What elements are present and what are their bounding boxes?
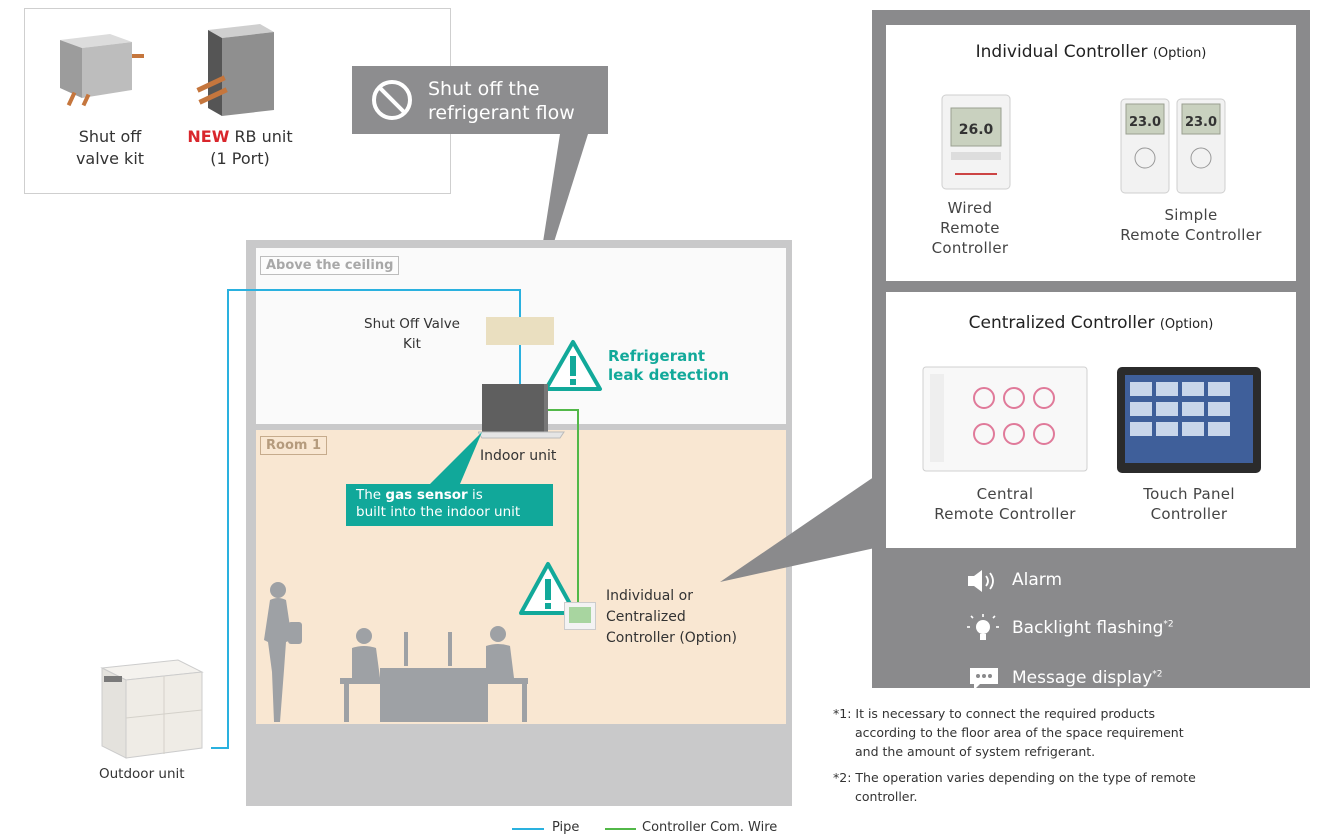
leak-detection-label: Refrigerant leak detection [608,347,729,385]
controller-device [564,602,596,630]
centralized-controller-title: Centralized Controller (Option) [886,313,1296,333]
shut-off-valve-kit-box [486,317,554,345]
wired-display-text: 26.0 [959,122,994,138]
feature-alarm: Alarm [1012,570,1063,590]
controller-line-3: Controller (Option) [606,630,737,646]
controller-line-1: Individual or [606,588,693,604]
speaker-icon [968,570,994,592]
individual-option-text: (Option) [1152,46,1207,61]
simple-display-right: 23.0 [1185,115,1217,130]
feature-backlight-text: Backlight flashing [1012,618,1164,638]
controller-label: Individual or Centralized Controller (Op… [606,586,737,649]
controller-line-2: Centralized [606,609,686,625]
valve-label-line-1: Shut Off Valve [364,316,460,332]
room-tag: Room 1 [260,436,327,455]
wired-line-1: Wired [947,199,993,217]
footnote-1-line-3: and the amount of system refrigerant. [855,744,1096,759]
rb-unit-name: RB unit [234,127,293,146]
leak-line-2: leak detection [608,366,730,384]
footnote-2-line-2: controller. [855,789,918,804]
gas-sensor-box: The gas sensor is built into the indoor … [346,484,553,526]
wired-remote-image: 26.0 [941,94,1011,190]
callout-line-2: refrigerant flow [428,102,575,124]
indoor-unit-image [478,384,565,439]
panel-pointer [720,470,884,582]
shut-off-valve-kit-label: Shut off valve kit [75,127,145,168]
pipe-line [211,289,521,749]
footnote-2: *2: The operation varies depending on th… [833,768,1313,806]
legend-wire-label: Controller Com. Wire [642,820,778,835]
callout-line-1: Shut off the [428,78,540,100]
simple-remote-label: Simple Remote Controller [1105,205,1277,245]
central-remote-label: Central Remote Controller [922,484,1088,524]
central-remote-image [922,366,1088,472]
touch-panel-image [1117,367,1261,473]
valve-label-line-2: Kit [403,336,421,352]
rb-unit-port: (1 Port) [210,149,270,168]
indoor-unit-label: Indoor unit [480,448,557,464]
sensor-line-2: built into the indoor unit [356,504,521,520]
footnote-2-line-1: *2: The operation varies depending on th… [833,770,1196,785]
sensor-line-1: The gas sensor is [356,487,543,504]
feature-message: Message display*2 [1012,668,1163,688]
individual-controller-title: Individual Controller (Option) [886,42,1296,62]
outdoor-unit-label: Outdoor unit [99,766,185,782]
rb-unit-label: NEW RB unit (1 Port) [175,126,305,170]
sensor-bold: gas sensor [385,487,468,503]
warning-icon-leak [544,340,602,391]
feature-message-text: Message display [1012,668,1153,688]
shut-off-valve-kit-diagram-label: Shut Off Valve Kit [352,314,472,354]
shut-off-valve-kit-image [60,34,144,107]
message-icon [970,668,998,690]
legend-pipe-label: Pipe [552,820,580,835]
rb-unit-image [196,24,274,116]
simple-line-2: Remote Controller [1120,226,1262,244]
touch-line-2: Controller [1150,505,1228,523]
sensor-pre: The [356,487,386,503]
new-badge: NEW [187,127,230,146]
wired-remote-label: Wired Remote Controller [900,198,1040,258]
room-zone [256,430,786,724]
sensor-post: is [467,487,483,503]
footnote-1-line-2: according to the floor area of the space… [855,725,1184,740]
controller-screen [569,607,591,623]
touch-line-1: Touch Panel [1143,485,1235,503]
leak-line-1: Refrigerant [608,347,706,365]
backlight-note-mark: *2 [1163,619,1174,630]
footnote-1-line-1: *1: It is necessary to connect the requi… [833,706,1156,721]
simple-display-left: 23.0 [1129,115,1161,130]
central-line-1: Central [976,485,1034,503]
warning-icon-controller [519,562,577,615]
centralized-option-text: (Option) [1159,317,1214,332]
individual-title-text: Individual Controller [975,42,1148,62]
message-note-mark: *2 [1152,669,1163,680]
office-people-silhouette [264,582,528,722]
prohibited-icon [372,80,412,120]
feature-backlight: Backlight flashing*2 [1012,618,1174,638]
touch-panel-label: Touch Panel Controller [1116,484,1262,524]
sensor-pointer [430,432,482,484]
central-line-2: Remote Controller [934,505,1076,523]
simple-line-1: Simple [1164,206,1218,224]
above-ceiling-tag: Above the ceiling [260,256,400,275]
footnote-1: *1: It is necessary to connect the requi… [833,704,1313,761]
wired-line-2: Remote Controller [931,219,1009,257]
lightbulb-icon [967,614,999,640]
simple-remote-image: 23.0 23.0 [1120,98,1226,194]
outdoor-unit-image [100,659,204,759]
callout-text: Shut off the refrigerant flow [428,77,608,125]
centralized-title-text: Centralized Controller [968,313,1155,333]
